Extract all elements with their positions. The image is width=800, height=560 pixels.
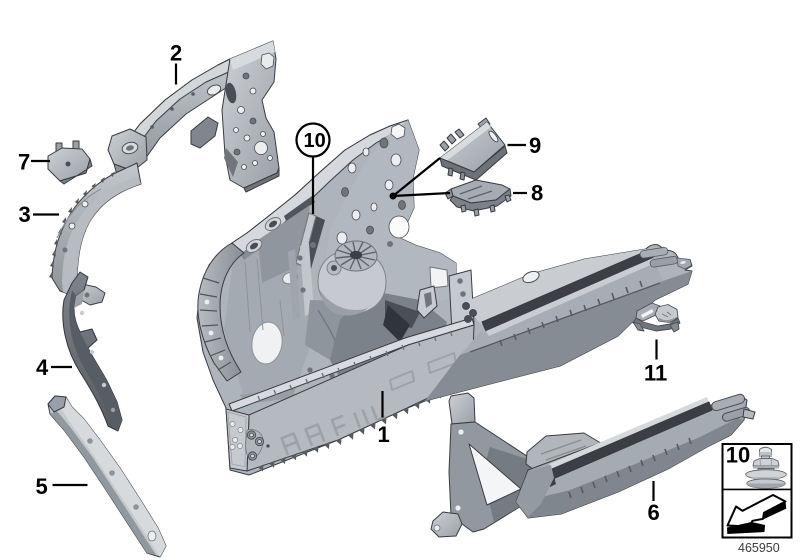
- svg-text:9: 9: [529, 133, 541, 158]
- svg-text:1: 1: [378, 422, 390, 447]
- svg-text:4: 4: [36, 355, 49, 380]
- svg-text:10: 10: [304, 130, 326, 152]
- svg-text:11: 11: [644, 361, 667, 386]
- svg-text:465950: 465950: [738, 541, 780, 555]
- svg-text:8: 8: [531, 181, 543, 206]
- svg-text:7: 7: [18, 150, 30, 175]
- svg-text:2: 2: [170, 41, 182, 66]
- svg-text:10: 10: [726, 443, 750, 468]
- svg-text:3: 3: [19, 202, 31, 227]
- svg-text:6: 6: [648, 500, 660, 525]
- svg-text:5: 5: [36, 474, 48, 499]
